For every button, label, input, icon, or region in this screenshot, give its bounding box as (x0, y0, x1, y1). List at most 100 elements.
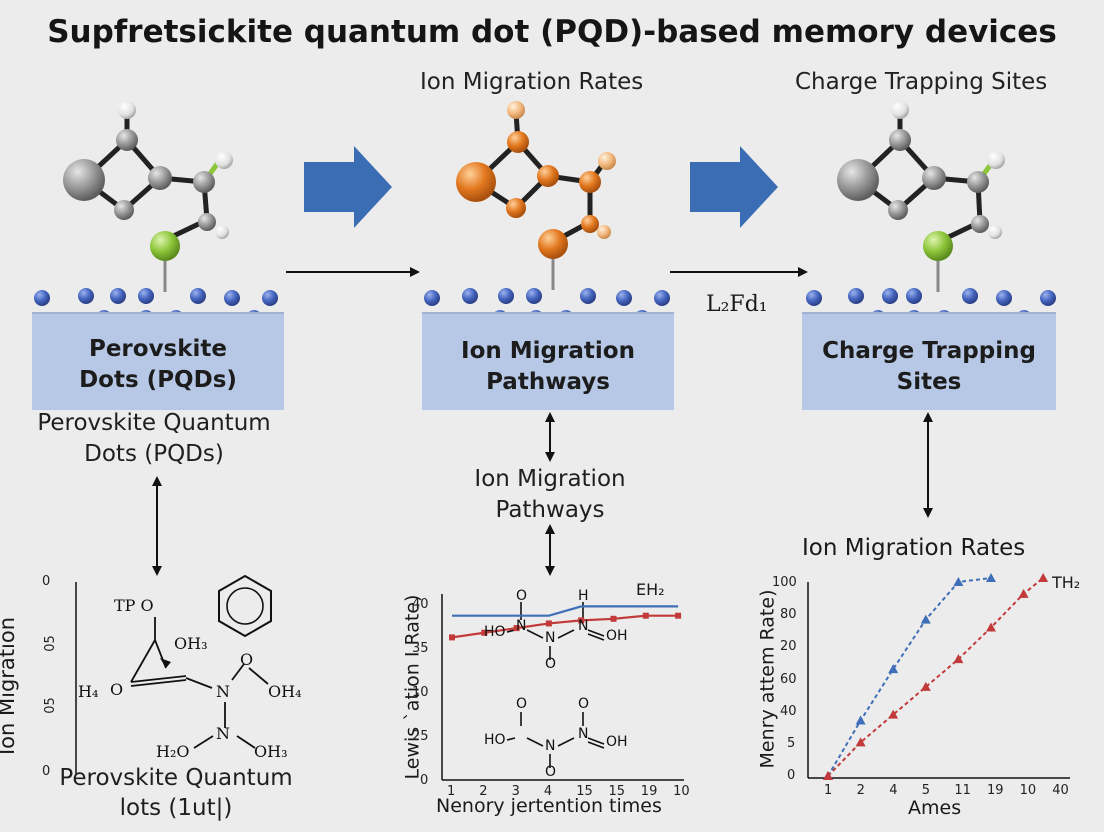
mid-xtick: 1 (447, 784, 456, 799)
chart-middle-point (610, 615, 617, 622)
right-xtick: 19 (987, 783, 1004, 798)
mchem-o3: O (516, 696, 528, 712)
perovskite-dot (462, 288, 478, 304)
mid-ytick-2: 35 (412, 641, 429, 656)
mchem-oh1: OH (606, 628, 628, 644)
box-ion-migration (422, 312, 674, 410)
mchem-n5: N (578, 726, 589, 742)
chart-middle-series-2 (451, 614, 679, 639)
chart-middle-point (675, 612, 682, 619)
mchem-o2: O (545, 656, 557, 672)
perovskite-dot (848, 288, 864, 304)
chart-right-point (953, 654, 964, 664)
mchem-o1: O (516, 588, 528, 604)
chart-middle-point (545, 620, 552, 627)
chart-right-point (920, 681, 931, 691)
chem-o1: O (110, 680, 124, 699)
perovskite-dot (882, 288, 898, 304)
right-ytick: 60 (780, 671, 797, 687)
perovskite-dot (996, 290, 1012, 306)
perovskite-dot (654, 290, 670, 306)
perovskite-dot (1040, 290, 1056, 306)
chart-right-point (888, 709, 899, 719)
perovskite-dot (110, 288, 126, 304)
mchem-ho2: HO (484, 732, 506, 748)
chem-h4: H₄ (78, 682, 99, 701)
chart-right-point (986, 622, 996, 632)
molecule-icon-left (63, 101, 233, 292)
chart-right-point (953, 576, 964, 586)
mchem-h1: H (578, 588, 589, 604)
chem-n2: N (216, 724, 230, 743)
right-ytick: 80 (780, 607, 797, 623)
perovskite-dot (34, 290, 50, 306)
chem-oh3b: OH₃ (254, 742, 288, 761)
chem-tp: TP O (114, 596, 154, 615)
chem-o2: O (240, 650, 254, 669)
side-label: L₂Fd₁ (706, 292, 768, 317)
perovskite-dot (78, 288, 94, 304)
chart-middle-point (513, 625, 520, 632)
mid-ytick-3: 10 (412, 685, 429, 700)
chem-h2o: H₂O (156, 742, 190, 761)
perovskite-dot (498, 288, 514, 304)
chart-right-point (823, 771, 833, 780)
perovskite-dot (616, 290, 632, 306)
perovskite-dot (806, 290, 822, 306)
box-charge-trapping (802, 312, 1056, 410)
right-ytick: 0 (787, 768, 796, 784)
chart-middle-point (578, 617, 585, 624)
block-arrow-icon-1 (304, 146, 392, 228)
header-right: Charge Trapping Sites (795, 69, 1048, 95)
chart-middle-point (481, 629, 488, 636)
right-xtick: 2 (856, 783, 865, 798)
chart-middle-series-1 (452, 605, 679, 617)
right-chart-ylabel: Menry attem Rate) (756, 589, 779, 769)
middle-chart-xlabel: Nenory jertention times (436, 795, 662, 817)
mid-xtick: 4 (543, 784, 553, 799)
perovskite-dot (262, 290, 278, 306)
mchem-n4: N (545, 738, 556, 754)
diagram-title: Supfretsickite quantum dot (PQD)-based m… (47, 14, 1057, 50)
chem-n1: N (216, 682, 230, 701)
mid-ytick-4: 25 (412, 729, 429, 744)
chem-oh3a: OH₃ (174, 634, 208, 653)
header-middle: Ion Migration Rates (420, 69, 644, 95)
chart-right-series-1 (827, 577, 992, 777)
right-xtick: 11 (954, 783, 971, 798)
left-ytick-1: 0 (42, 574, 51, 589)
right-xtick: 40 (1052, 783, 1069, 798)
mid-xtick: 15 (608, 784, 626, 799)
middle-chart-corner: EH₂ (636, 580, 665, 599)
chem-structure-middle (506, 602, 605, 768)
left-panel-ylabel: Ion Migration (0, 616, 20, 756)
perovskite-dot (906, 288, 922, 304)
perovskite-dot (138, 288, 154, 304)
right-xtick: 10 (1019, 783, 1037, 798)
chart-right (807, 573, 1070, 780)
molecule-icon-middle (456, 101, 616, 290)
mchem-n3: N (578, 618, 589, 634)
mid-xtick: 10 (673, 784, 690, 799)
mchem-o5: O (545, 764, 557, 780)
mchem-o4: O (578, 696, 590, 712)
perovskite-dot (526, 288, 542, 304)
chart-right-point (1018, 588, 1029, 598)
chart-middle-point (449, 634, 455, 641)
mid-xtick: 19 (640, 784, 658, 799)
mid-ytick-5: 0 (420, 773, 429, 788)
chart-right-point (855, 715, 866, 725)
perovskite-dot (962, 288, 978, 304)
chart-middle-point (642, 612, 649, 619)
right-chart-xlabel: Ames (908, 797, 962, 819)
right-xtick: 5 (921, 783, 931, 798)
block-arrow-icon-2 (690, 146, 778, 228)
right-ytick: 5 (787, 736, 796, 751)
mid-ytick-1: 40 (412, 597, 429, 612)
chart-middle (441, 594, 684, 781)
chart-right-point (855, 737, 866, 747)
